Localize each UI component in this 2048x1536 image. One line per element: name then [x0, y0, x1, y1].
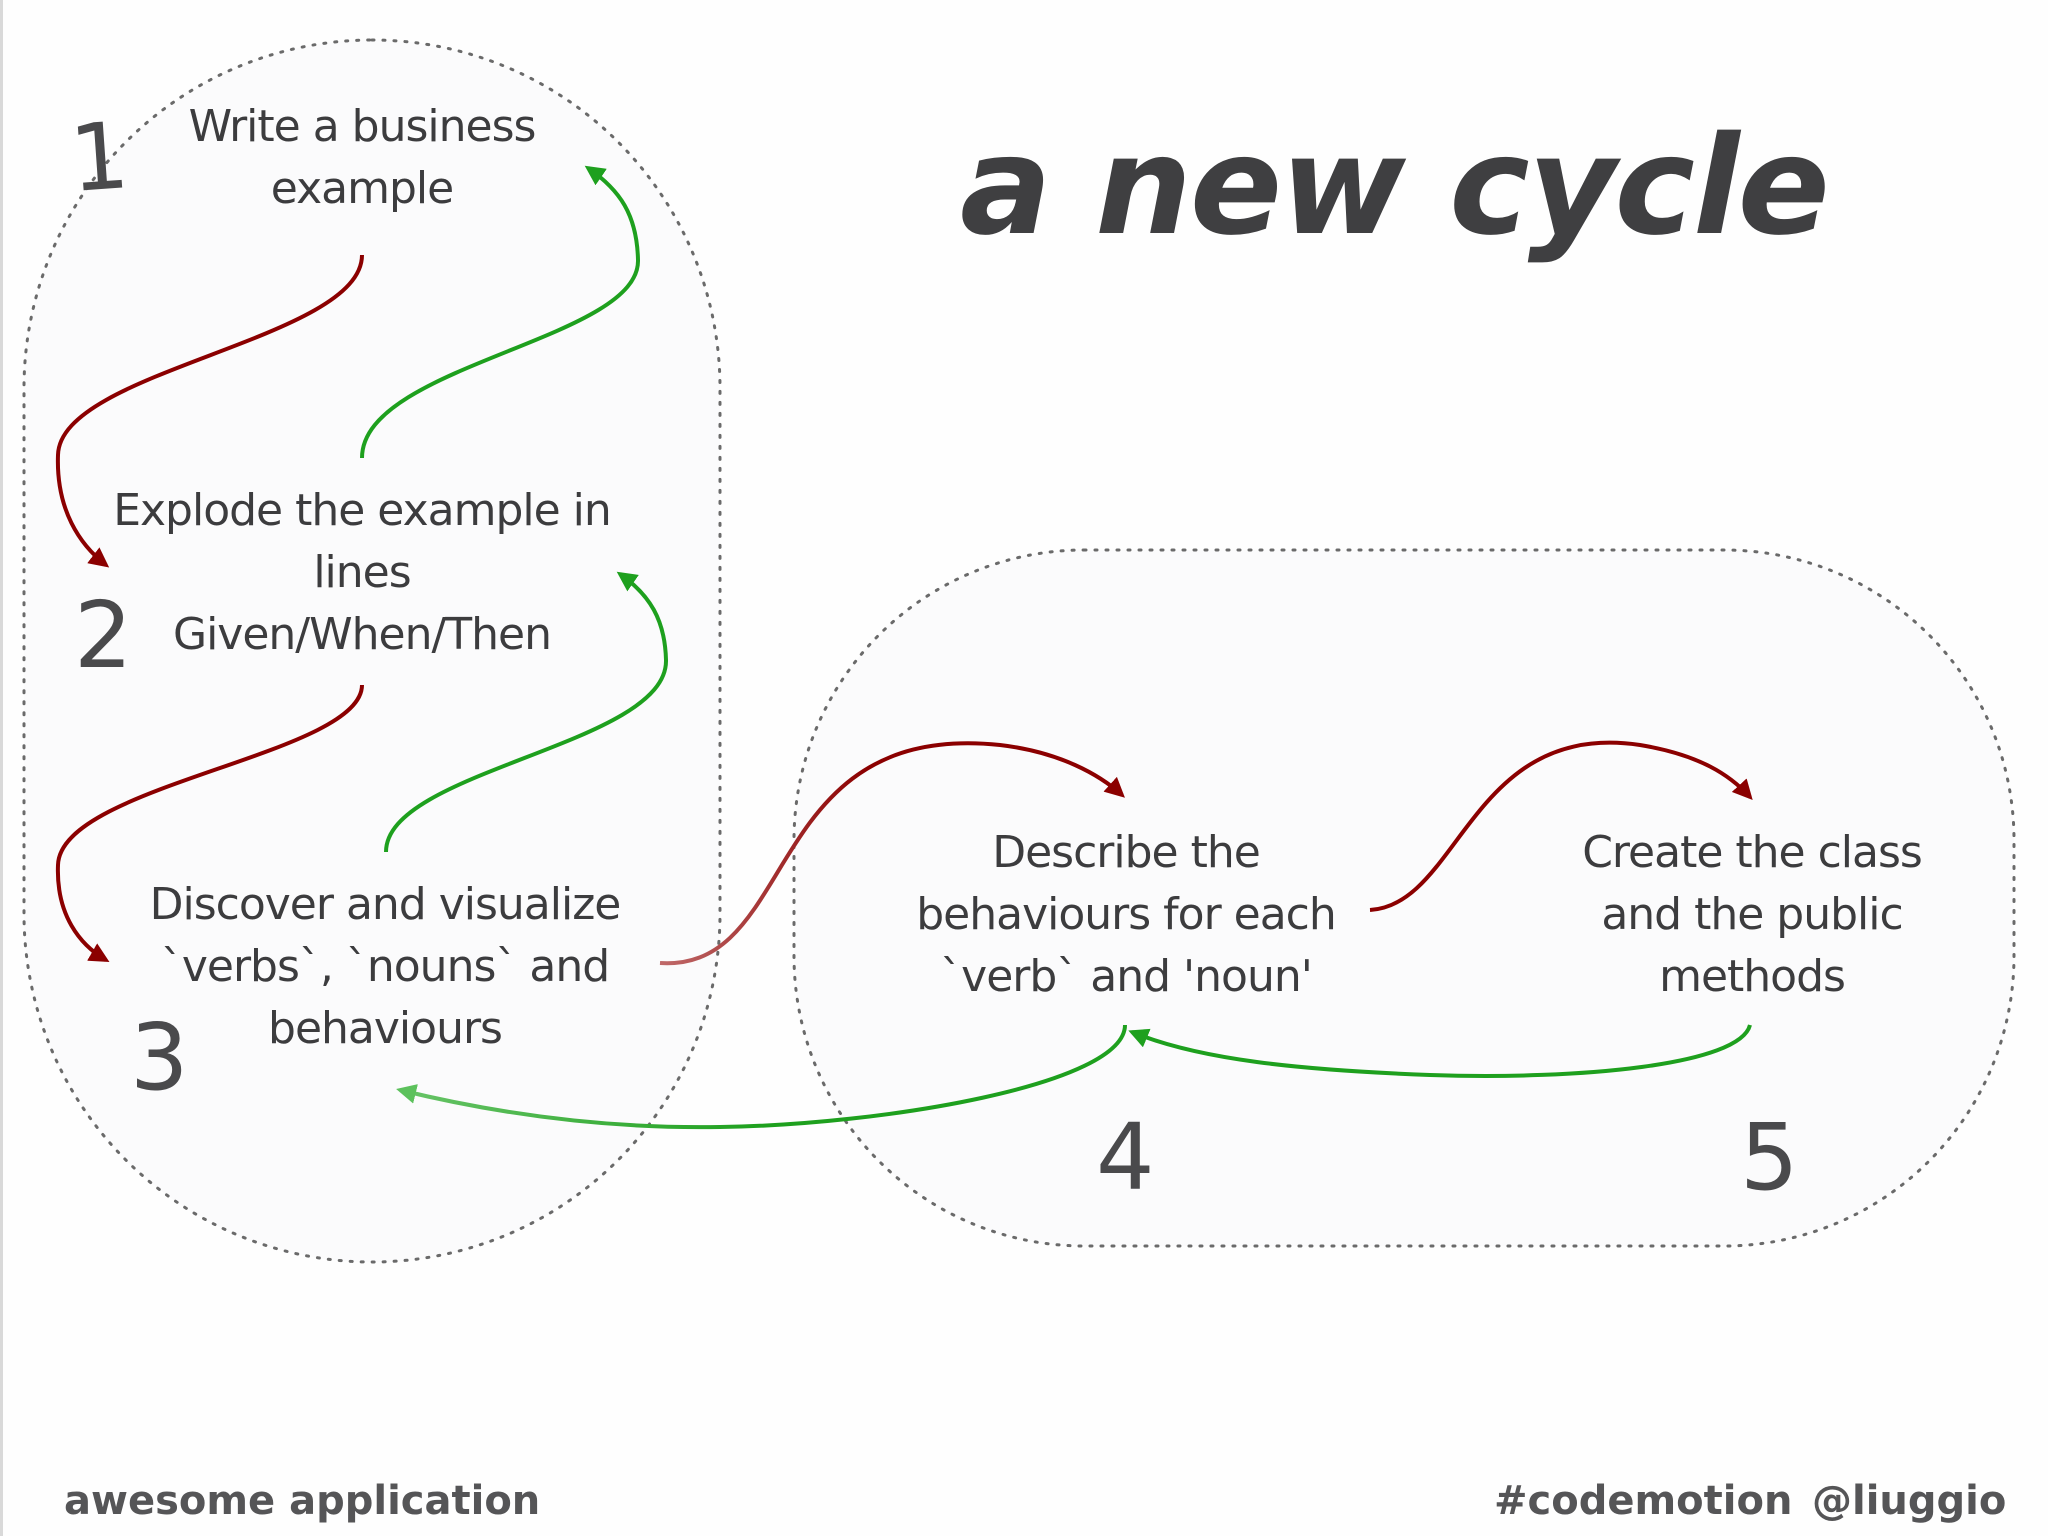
arrow-5-to-4: [1128, 1024, 1752, 1078]
arrow-4-to-3: [396, 1024, 1127, 1130]
step-4-line-1: Describe the: [992, 827, 1261, 878]
step-number-3: 3: [130, 1004, 189, 1111]
step-text-2: Explode the example in lines Given/When/…: [92, 480, 632, 666]
slide-edge: [0, 0, 3, 1536]
step-5-line-3: methods: [1659, 951, 1846, 1002]
step-2-line-2: lines: [313, 547, 411, 598]
step-3-line-3: behaviours: [268, 1003, 503, 1054]
arrow-2-to-1: [360, 165, 641, 459]
step-3-line-1: Discover and visualize: [149, 879, 622, 930]
step-text-1: Write a business example: [112, 96, 612, 220]
step-1-line-1: Write a business: [188, 101, 537, 152]
footer-handle: @liuggio: [1812, 1478, 2007, 1524]
step-2-line-1: Explode the example in: [113, 485, 612, 536]
page-title: a new cycle: [960, 108, 1830, 266]
arrow-3-to-2: [384, 571, 669, 853]
step-2-line-3: Given/When/Then: [172, 609, 552, 660]
arrow-2-to-3: [55, 684, 364, 963]
step-5-line-1: Create the class: [1582, 827, 1923, 878]
arrow-1-to-2: [55, 254, 364, 568]
footer-app-name: awesome application: [64, 1478, 541, 1524]
step-3-line-2: `verbs`, `nouns` and: [160, 941, 610, 992]
step-text-3: Discover and visualize `verbs`, `nouns` …: [110, 874, 660, 1060]
footer-hashtag: #codemotion: [1494, 1478, 1793, 1524]
step-number-2: 2: [74, 582, 133, 689]
arrow-4-to-5: [1369, 740, 1753, 912]
step-1-line-2: example: [270, 163, 454, 214]
group-box-left: [22, 38, 722, 1264]
arrow-3-to-4: [659, 741, 1125, 966]
step-text-4: Describe the behaviours for each `verb` …: [876, 822, 1376, 1008]
step-4-line-3: `verb` and 'noun': [940, 951, 1313, 1002]
step-number-5: 5: [1740, 1104, 1799, 1211]
step-5-line-2: and the public: [1601, 889, 1903, 940]
step-4-line-2: behaviours for each: [916, 889, 1337, 940]
step-text-5: Create the class and the public methods: [1502, 822, 2002, 1008]
step-number-4: 4: [1096, 1104, 1155, 1211]
